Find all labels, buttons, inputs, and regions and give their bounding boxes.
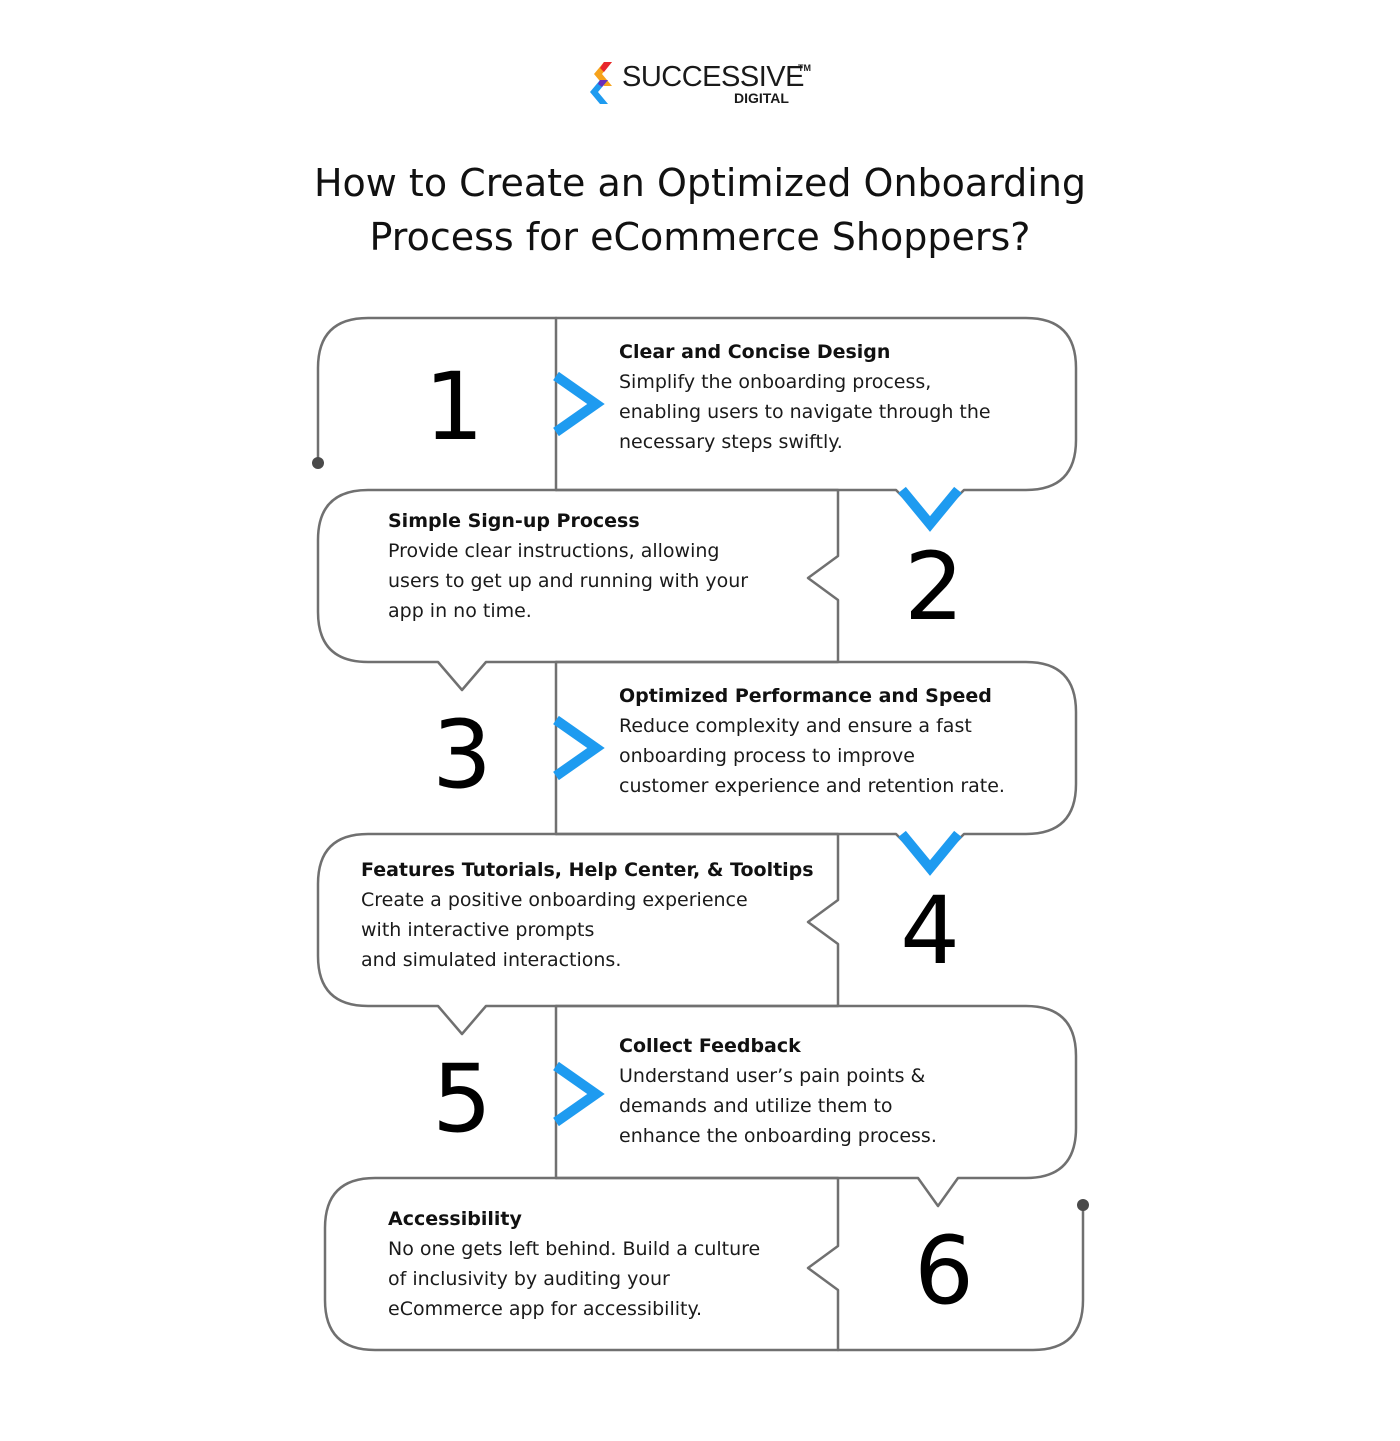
step-1-line: Simplify the onboarding process,	[619, 371, 932, 393]
step-4-outline	[316, 832, 840, 1036]
step-1-heading: Clear and Concise Design	[619, 341, 891, 363]
chevron-right-icon	[553, 371, 605, 437]
title-line-2: Process for eCommerce Shoppers?	[369, 215, 1031, 259]
step-6-right-outline	[836, 1204, 1085, 1352]
brand-logo: SUCCESSIVE TM DIGITAL	[590, 60, 830, 110]
chevron-right-icon	[553, 1061, 605, 1127]
chevron-down-icon	[898, 830, 962, 876]
step-2-text: Simple Sign-up Process Provide clear ins…	[388, 506, 748, 626]
step-6-line: eCommerce app for accessibility.	[388, 1298, 703, 1320]
brand-name: SUCCESSIVE	[622, 61, 804, 93]
step-6-heading: Accessibility	[388, 1208, 522, 1230]
step-2-heading: Simple Sign-up Process	[388, 510, 640, 532]
title-line-1: How to Create an Optimized Onboarding	[313, 161, 1087, 205]
step-6-text: Accessibility No one gets left behind. B…	[388, 1204, 760, 1324]
step-number-2: 2	[904, 533, 964, 642]
step-5-line: enhance the onboarding process.	[619, 1125, 937, 1147]
step-4-heading: Features Tutorials, Help Center, & Toolt…	[361, 859, 814, 881]
start-dot	[312, 457, 324, 469]
step-2-line: users to get up and running with your	[388, 570, 749, 592]
step-6-line: of inclusivity by auditing your	[388, 1268, 670, 1290]
step-2-line: Provide clear instructions, allowing	[388, 540, 720, 562]
step-5-heading: Collect Feedback	[619, 1035, 801, 1057]
step-5-text: Collect Feedback Understand user’s pain …	[619, 1031, 937, 1151]
step-4-text: Features Tutorials, Help Center, & Toolt…	[361, 855, 814, 975]
step-3-text: Optimized Performance and Speed Reduce c…	[619, 681, 1005, 801]
step-2-line: app in no time.	[388, 600, 532, 622]
step-number-6: 6	[914, 1217, 974, 1326]
step-1-outline	[316, 316, 1078, 526]
step-3-line: onboarding process to improve	[619, 745, 915, 767]
end-dot	[1077, 1199, 1089, 1211]
step-3-line: customer experience and retention rate.	[619, 775, 1005, 797]
step-number-5: 5	[432, 1045, 492, 1154]
step-1-line: necessary steps swiftly.	[619, 431, 843, 453]
step-6-line: No one gets left behind. Build a culture	[388, 1238, 761, 1260]
step-2-outline	[316, 488, 840, 692]
step-5-line: demands and utilize them to	[619, 1095, 893, 1117]
brand-tm: TM	[798, 63, 811, 73]
step-number-1: 1	[424, 353, 484, 462]
step-1-text: Clear and Concise Design Simplify the on…	[619, 337, 991, 457]
step-5-line: Understand user’s pain points &	[619, 1065, 926, 1087]
page-title: How to Create an Optimized Onboarding Pr…	[150, 156, 1250, 264]
step-number-4: 4	[900, 877, 960, 986]
logo-chevron-icon	[590, 62, 612, 104]
step-6-outline	[323, 1176, 840, 1352]
step-5-outline	[554, 1004, 1078, 1208]
step-3-heading: Optimized Performance and Speed	[619, 685, 992, 707]
step-4-line: with interactive prompts	[361, 919, 595, 941]
step-1-line: enabling users to navigate through the	[619, 401, 991, 423]
chevron-right-icon	[553, 715, 605, 781]
step-3-line: Reduce complexity and ensure a fast	[619, 715, 972, 737]
step-3-outline	[554, 660, 1078, 870]
step-number-3: 3	[432, 701, 492, 810]
step-4-line: and simulated interactions.	[361, 949, 622, 971]
chevron-down-icon	[898, 486, 962, 532]
brand-sub: DIGITAL	[734, 90, 789, 106]
step-4-line: Create a positive onboarding experience	[361, 889, 748, 911]
